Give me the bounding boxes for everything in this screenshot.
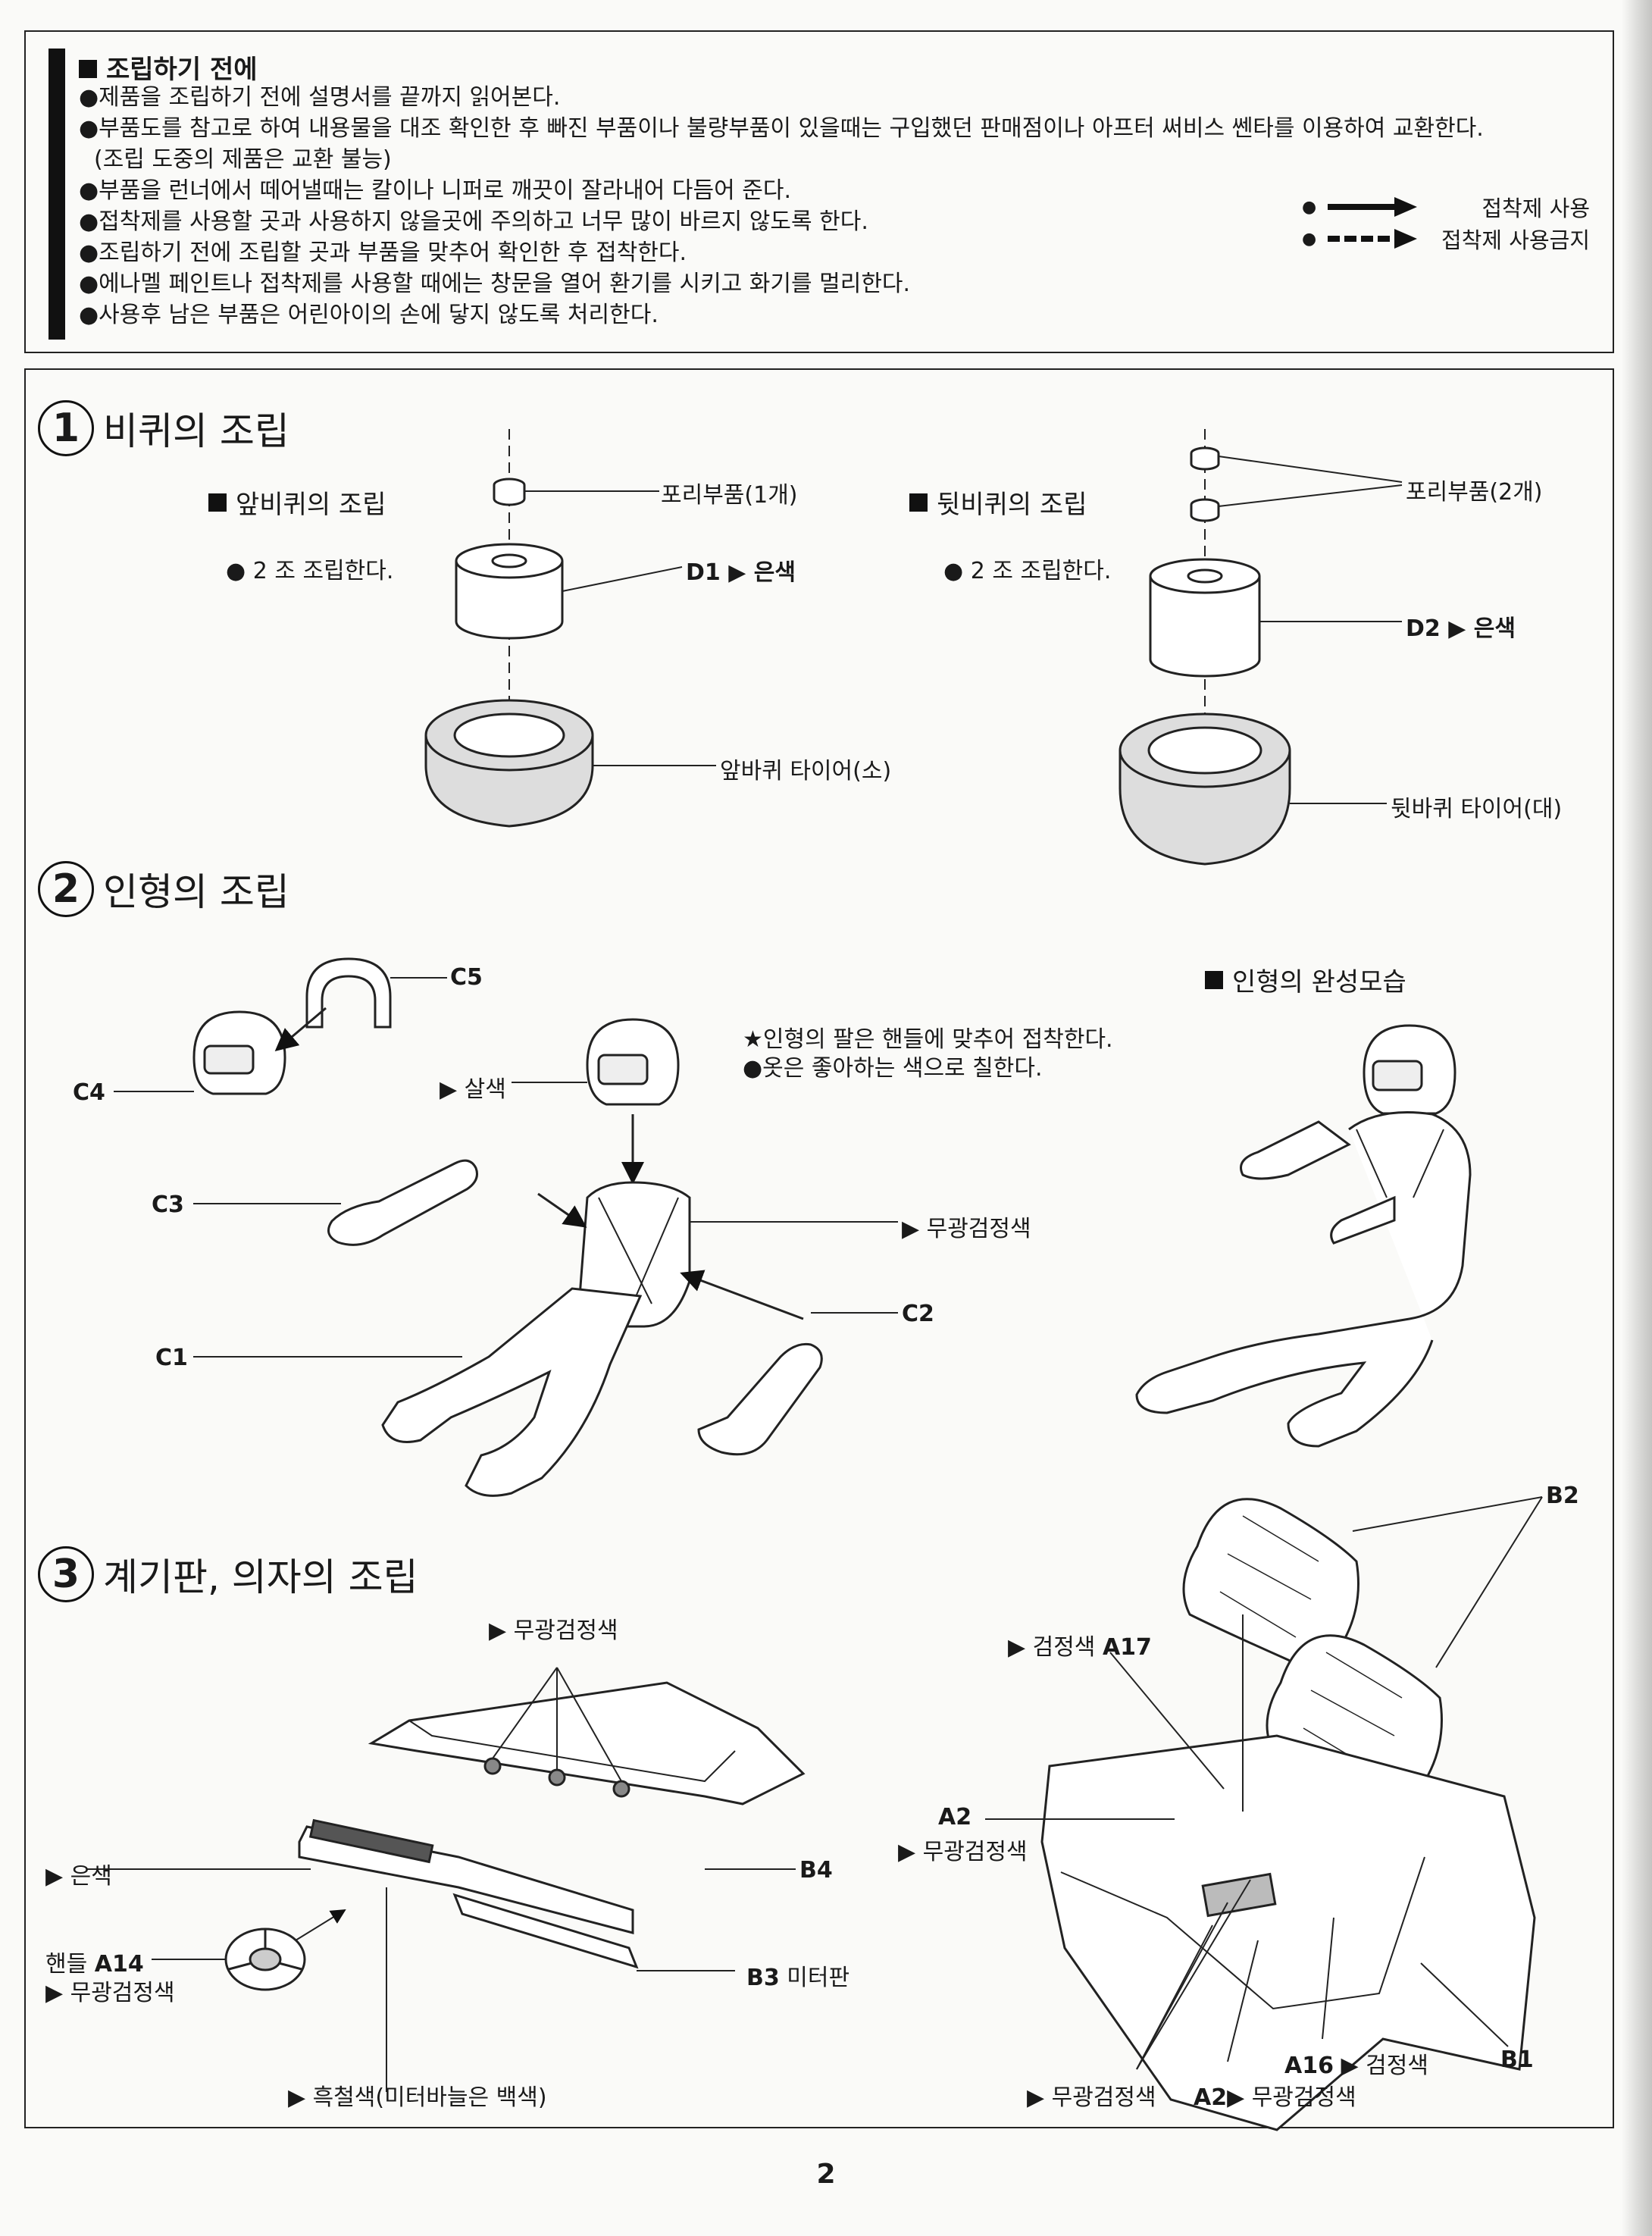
section-2-heading: 2 인형의 조립 (38, 861, 289, 917)
rear-tire-label: 뒷바퀴 타이어(대) (1391, 796, 1563, 822)
square-bullet-icon (208, 493, 227, 512)
section-title: 비퀴의 조립 (103, 409, 289, 453)
part-label-b1: B1 (1500, 2047, 1534, 2073)
notice-item: ●접착제를 사용할 곳과 사용하지 않을곳에 주의하고 너무 많이 바르지 않도… (79, 208, 868, 235)
figure-note: ★인형의 팔은 핸들에 맞추어 접착한다. (743, 1026, 1113, 1053)
rear-hub-label: D2 ▶ 은색 (1406, 615, 1516, 642)
page-number: 2 (816, 2159, 836, 2190)
color-label-skin: ▶ 살색 (440, 1076, 506, 1103)
part-label-b3: B3 미터판 (746, 1965, 850, 1991)
part-label-a16: A16 ▶ 검정색 (1284, 2053, 1428, 2079)
section-number: 3 (38, 1546, 94, 1602)
color-label-matte-black: ▶ 무광검정색 (45, 1980, 175, 2006)
notice-item: ●에나멜 페인트나 접착제를 사용할 때에는 창문을 열어 환기를 시키고 화기… (79, 271, 911, 297)
section-title: 인형의 조립 (103, 870, 289, 914)
part-label-a17: ▶ 검정색 A17 (1008, 1634, 1152, 1661)
figure-parts-drawing (114, 957, 898, 1497)
notice-item: ●제품을 조립하기 전에 설명서를 끝까지 읽어본다. (79, 84, 561, 111)
instructions-box (24, 368, 1614, 2128)
notice-item: ●부품을 런너에서 떼어낼때는 칼이나 니퍼로 깨끗이 잘라내어 다듬어 준다. (79, 177, 792, 204)
legend-glue-use: ● 접착제 사용 (1302, 196, 1590, 221)
part-label-b2: B2 (1546, 1483, 1579, 1509)
part-label-c1: C1 (155, 1345, 188, 1371)
part-label-a2-bottom: A2▶ 무광검정색 (1194, 2084, 1356, 2111)
part-label-c3: C3 (152, 1192, 184, 1218)
notice-item: ●사용후 남은 부품은 어린아이의 손에 닿지 않도록 처리한다. (79, 302, 659, 328)
part-label-c5: C5 (450, 964, 483, 991)
page-edge-shadow (1622, 0, 1652, 2236)
square-bullet-icon (79, 60, 97, 78)
section-1-heading: 1 비퀴의 조립 (38, 400, 289, 456)
dashed-arrow-icon (1328, 229, 1417, 249)
handle-label: 핸들 A14 (45, 1951, 144, 1978)
front-wheel-note: ● 2 조 조립한다. (226, 558, 394, 584)
part-label-a2: A2 (938, 1804, 972, 1830)
seats-floor-drawing (985, 1496, 1543, 2131)
notice-item: ●부품도를 참고로 하여 내용물을 대조 확인한 후 빠진 부품이나 불량부품이… (79, 115, 1484, 142)
notice-item: ●조립하기 전에 조립할 곳과 부품을 맞추어 확인한 후 접착한다. (79, 240, 687, 266)
front-wheel-heading: 앞비퀴의 조립 (208, 484, 386, 521)
front-tire-label: 앞바퀴 타이어(소) (720, 758, 892, 784)
color-label-matte-black: ▶ 무광검정색 (1027, 2084, 1156, 2111)
color-label-silver: ▶ 은색 (45, 1863, 112, 1890)
notice-box: 조립하기 전에 ●제품을 조립하기 전에 설명서를 끝까지 읽어본다. ●부품도… (24, 30, 1614, 353)
figure-note: ●옷은 좋아하는 색으로 칠한다. (743, 1055, 1043, 1082)
glue-legend: ● 접착제 사용 ● 접착제 사용금지 (1302, 191, 1590, 255)
rear-pulley-label: 포리부품(2개) (1406, 479, 1543, 506)
section-number: 1 (38, 400, 94, 456)
rear-wheel-heading: 뒷비퀴의 조립 (909, 484, 1087, 521)
rear-wheel-drawing (1119, 429, 1403, 866)
color-label-matte-black: ▶ 무광검정색 (902, 1216, 1031, 1242)
part-label-c4: C4 (73, 1079, 105, 1106)
notice-list: ●제품을 조립하기 전에 설명서를 끝까지 읽어본다. ●부품도를 참고로 하여… (79, 82, 1602, 330)
front-hub-label: D1 ▶ 은색 (686, 559, 796, 586)
part-label-c2: C2 (902, 1301, 934, 1327)
dashboard-drawing (87, 1667, 806, 2092)
notice-bar (48, 49, 65, 340)
section-3-heading: 3 계기판, 의자의 조립 (38, 1546, 418, 1602)
completed-figure-heading: 인형의 완성모습 (1205, 961, 1406, 998)
front-pulley-label: 포리부품(1개) (661, 482, 798, 509)
legend-glue-forbidden: ● 접착제 사용금지 (1302, 227, 1590, 253)
square-bullet-icon (1205, 970, 1223, 989)
section-number: 2 (38, 861, 94, 917)
front-wheel-drawing (424, 429, 716, 828)
solid-arrow-icon (1328, 197, 1417, 217)
completed-figure-drawing (1135, 1024, 1472, 1448)
section-title: 계기판, 의자의 조립 (103, 1555, 418, 1599)
rear-wheel-note: ● 2 조 조립한다. (943, 558, 1112, 584)
color-label-gunmetal: ▶ 흑철색(미터바늘은 백색) (288, 2084, 547, 2111)
part-label-b4: B4 (799, 1857, 833, 1884)
square-bullet-icon (909, 493, 928, 512)
color-label-matte-black: ▶ 무광검정색 (898, 1839, 1028, 1865)
notice-item: (조립 도중의 제품은 교환 불능) (94, 146, 392, 173)
color-label-matte-black: ▶ 무광검정색 (489, 1617, 618, 1644)
notice-title: 조립하기 전에 (79, 49, 258, 86)
